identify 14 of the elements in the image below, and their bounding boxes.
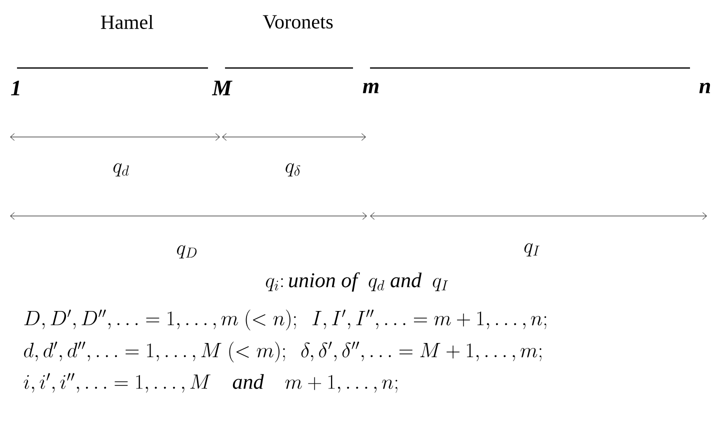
formula: $d, d', d'', \ldots = 1, \ldots, M\ (< m);\ \ \delta, \delta', \delta'', \ldots = M+1, \ldots, m;$ bbox=[24, 342, 542, 362]
formula: $q_i\colon \textit{union of}\ \ q_d\ \textit{and}\ \ q_I$ bbox=[266, 272, 448, 292]
index-label: n bbox=[699, 82, 710, 94]
formula: $D, D', D'', \ldots = 1, \ldots, m\ (< n);\ \ I, I', I'', \ldots = m+1, \ldots, n;$ bbox=[24, 310, 546, 330]
formula: $q_d$ bbox=[113, 163, 129, 176]
index-label: m bbox=[362, 82, 378, 94]
index-label: M bbox=[212, 80, 232, 96]
index-label: 1 bbox=[11, 80, 20, 96]
formula: $q_D$ bbox=[177, 245, 197, 258]
group-label: Voronets bbox=[262, 15, 333, 29]
formula: $q_I$ bbox=[524, 243, 540, 256]
formula: $q_\delta$ bbox=[286, 163, 300, 176]
group-label: Hamel bbox=[100, 14, 154, 30]
formula: $i, i', i'', \ldots = 1, \ldots, M \quad \textit{and} \quad m+1, \ldots, n;$ bbox=[24, 373, 398, 393]
